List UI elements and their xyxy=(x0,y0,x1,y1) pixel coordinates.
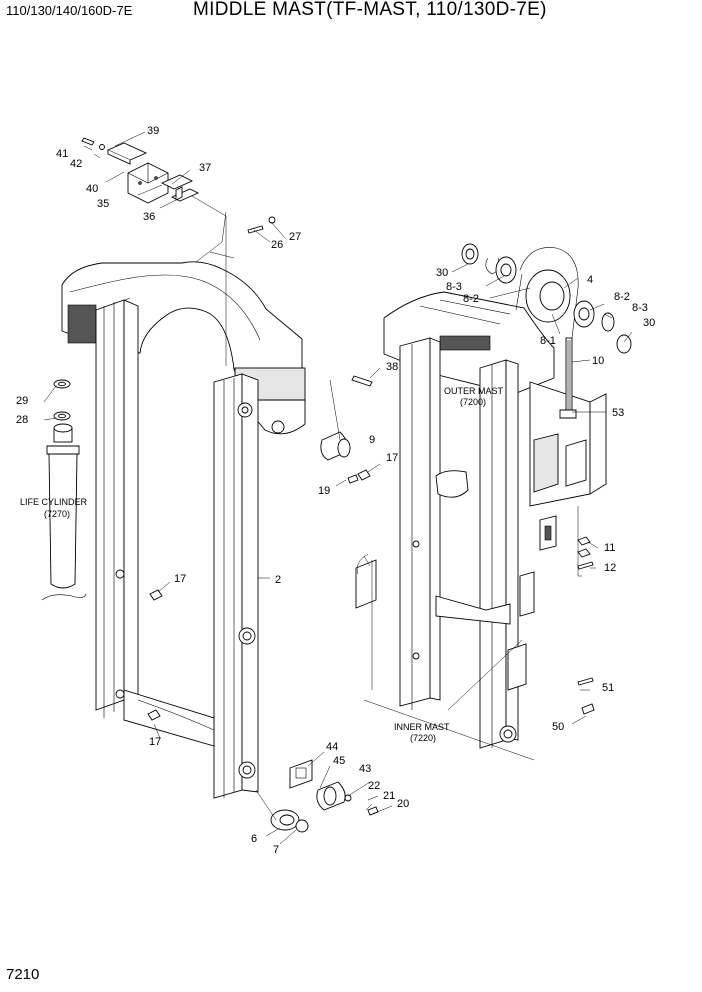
pin-bracket-group xyxy=(147,375,373,721)
callout-44: 44 xyxy=(326,741,338,753)
callout-45: 45 xyxy=(333,755,345,767)
callout-8-3-right: 8-3 xyxy=(632,302,648,314)
callout-36: 36 xyxy=(143,211,155,223)
callout-26: 26 xyxy=(271,239,283,251)
callout-22: 22 xyxy=(368,780,380,792)
callout-17-mid: 17 xyxy=(174,573,186,585)
callout-27: 27 xyxy=(289,231,301,243)
callout-17-top: 17 xyxy=(386,452,398,464)
callout-8-1: 8-1 xyxy=(540,335,556,347)
callout-12: 12 xyxy=(604,562,616,574)
callout-21: 21 xyxy=(383,790,395,802)
chain-sheave-group xyxy=(461,243,632,715)
callout-29: 29 xyxy=(16,395,28,407)
callout-40: 40 xyxy=(86,183,98,195)
callout-28: 28 xyxy=(16,414,28,426)
callout-43: 43 xyxy=(359,763,371,775)
page-title: MIDDLE MAST(TF-MAST, 110/130D-7E) xyxy=(193,0,547,20)
shim-plate-group xyxy=(81,137,200,204)
callout-37: 37 xyxy=(199,162,211,174)
model-designation: 110/130/140/160D-7E xyxy=(6,3,133,18)
life-cylinder-label: LIFE CYLINDER xyxy=(20,497,88,507)
callout-8-3-left: 8-3 xyxy=(446,281,462,293)
inner-mast-code: (7220) xyxy=(410,733,436,743)
callout-6: 6 xyxy=(251,833,257,845)
life-cylinder-code: (7270) xyxy=(44,509,70,519)
callout-35: 35 xyxy=(97,198,109,210)
middle-mast xyxy=(61,261,306,799)
callout-8-2-right: 8-2 xyxy=(614,291,630,303)
callout-38: 38 xyxy=(386,361,398,373)
inner-mast-label: INNER MAST xyxy=(394,722,450,732)
callout-39: 39 xyxy=(147,125,159,137)
callout-42: 42 xyxy=(70,158,82,170)
callout-19: 19 xyxy=(318,485,330,497)
lift-cylinder xyxy=(41,379,87,601)
callout-50: 50 xyxy=(552,721,564,733)
outer-and-inner-mast xyxy=(355,291,607,749)
callout-numbers: 39 41 42 40 35 37 36 27 26 38 29 28 9 17… xyxy=(16,125,655,856)
callout-11: 11 xyxy=(604,542,615,554)
pin-and-washer-26-27 xyxy=(247,216,276,234)
callout-51: 51 xyxy=(602,682,614,694)
outer-mast-code: (7200) xyxy=(460,397,486,407)
assembly-labels: LIFE CYLINDER (7270) OUTER MAST (7200) I… xyxy=(20,386,504,743)
callout-41: 41 xyxy=(56,148,68,160)
callout-20: 20 xyxy=(397,798,409,810)
callout-8-2-left: 8-2 xyxy=(463,293,479,305)
callout-30-right: 30 xyxy=(643,317,655,329)
callout-10: 10 xyxy=(592,355,604,367)
lower-roller-group xyxy=(270,759,379,833)
callout-9: 9 xyxy=(369,434,375,446)
callout-53: 53 xyxy=(612,407,624,419)
outer-mast-label: OUTER MAST xyxy=(444,386,504,396)
page-number: 7210 xyxy=(6,966,40,983)
callout-30-left: 30 xyxy=(436,267,448,279)
callout-2: 2 xyxy=(275,574,281,586)
callout-7: 7 xyxy=(273,844,279,856)
callout-17-bottom: 17 xyxy=(149,736,161,748)
callout-4: 4 xyxy=(587,274,593,286)
